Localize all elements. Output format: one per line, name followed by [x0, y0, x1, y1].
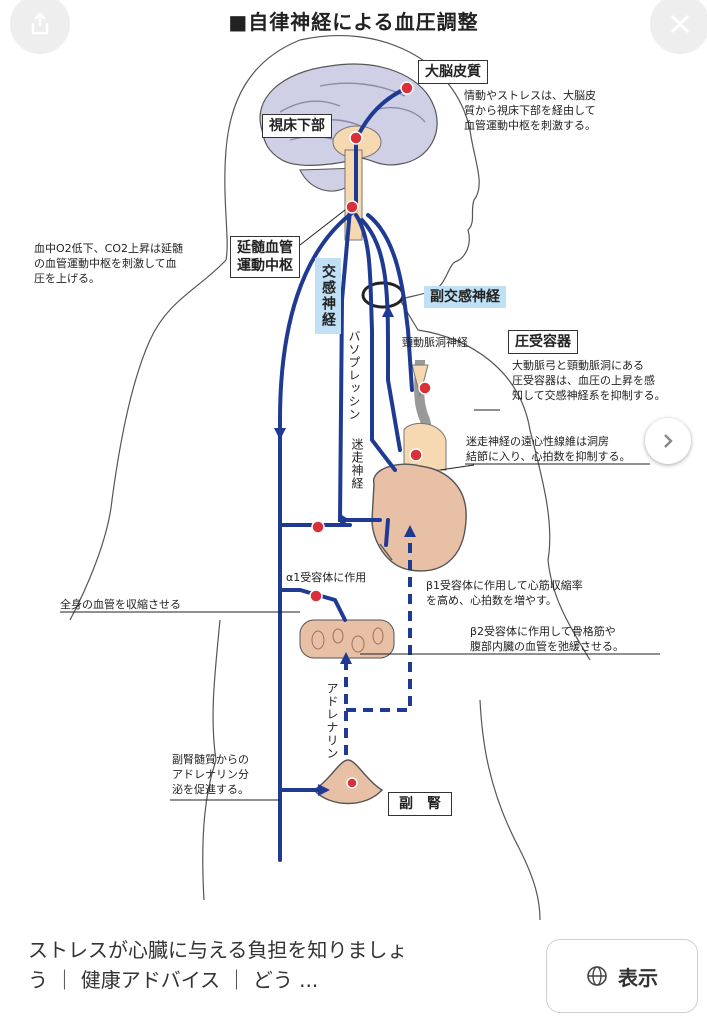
label-parasympathetic: 副交感神経 [424, 286, 506, 308]
label-hypothalamus: 視床下部 [262, 114, 332, 138]
label-alpha1: α1受容体に作用 [286, 571, 367, 584]
heart [371, 463, 467, 572]
label-sympathetic: 交感神経 [315, 258, 341, 334]
label-adrenal: 副 腎 [388, 792, 452, 816]
image-caption-link[interactable]: ストレスが心臓に与える負担を知りましょ う ｜ 健康アドバイス ｜ どう ... [28, 938, 408, 992]
note-beta2: β2受容体に作用して骨格筋や 腹部内臓の血管を弛緩させる。 [470, 625, 624, 653]
share-button[interactable] [10, 0, 70, 54]
note-vagus: 迷走神経の遠心性線維は洞房 結節に入り、心拍数を抑制する。 [466, 435, 631, 463]
show-button[interactable]: 表示 [546, 939, 698, 1013]
note-vessels: 全身の血管を収縮させる [60, 598, 181, 611]
note-cortex: 情動やストレスは、大脳皮 質から視床下部を経由して 血管運動中枢を刺激する。 [464, 89, 596, 132]
label-cortex: 大脳皮質 [418, 60, 488, 84]
label-adrenaline: アドレナリン [325, 682, 339, 760]
globe-icon [587, 966, 607, 986]
note-adrenal: 副腎髄質からの アドレナリン分 泌を促進する。 [172, 753, 249, 796]
note-beta1: β1受容体に作用して心筋収縮率 を高め、心拍数を増やす。 [426, 579, 583, 607]
label-medulla: 延髄血管 運動中枢 [230, 236, 300, 278]
label-vagus: 迷走神経 [350, 438, 364, 490]
note-medulla: 血中O2低下、CO2上昇は延髄 の血管運動中枢を刺激して血 圧を上げる。 [34, 242, 183, 285]
label-vasopressin: バソプレッシン [347, 330, 361, 421]
close-icon [670, 14, 690, 34]
brain [259, 63, 438, 166]
label-medulla-line1: 延髄血管 [237, 240, 293, 256]
label-carotid-sinus-nerve: 頸動脈洞神経 [402, 336, 468, 349]
body-outline [69, 35, 591, 901]
next-image-button[interactable] [645, 418, 691, 464]
show-button-label: 表示 [618, 965, 658, 990]
blood-vessel [299, 619, 395, 659]
close-button[interactable] [650, 0, 707, 54]
label-medulla-line2: 運動中枢 [237, 258, 293, 274]
diagram-illustration [60, 35, 660, 920]
note-baroreceptor: 大動脈弓と頸動脈洞にある 圧受容器は、血圧の上昇を感 知して交感神経系を抑制する… [512, 359, 666, 402]
label-baroreceptor: 圧受容器 [508, 330, 578, 354]
share-icon [31, 12, 49, 35]
chevron-right-icon [664, 434, 673, 448]
diagram-title: ■自律神経による血圧調整 [228, 10, 479, 34]
